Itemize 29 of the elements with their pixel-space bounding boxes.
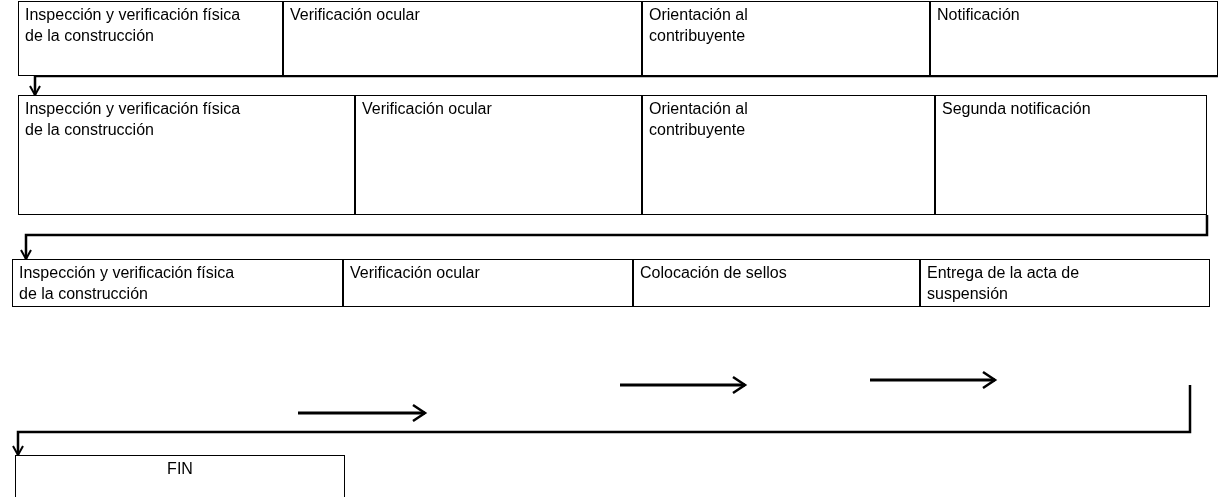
step-label: Inspección y verificación física de la construcción [25, 5, 242, 46]
process-box [12, 259, 343, 307]
process-box [15, 455, 345, 497]
step-label: Inspección y verificación física de la construcción [19, 263, 236, 304]
process-box [18, 95, 355, 215]
step-label: FIN [166, 459, 194, 479]
process-box [283, 1, 642, 76]
process-box [355, 95, 642, 215]
step-label: Segunda notificación [942, 99, 1092, 119]
connector-arrow [12, 385, 1192, 456]
process-box [642, 1, 930, 76]
step-label: Orientación al contribuyente [649, 99, 749, 140]
step-label: Verificación ocular [362, 99, 493, 119]
process-box [920, 259, 1210, 307]
step-label: Verificación ocular [290, 5, 421, 25]
connector-arrow [20, 215, 1209, 260]
process-box [642, 95, 935, 215]
step-label: Colocación de sellos [640, 263, 788, 283]
step-label: Entrega de la acta de suspensión [927, 263, 1081, 304]
step-label: Inspección y verificación física de la construcción [25, 99, 242, 140]
step-label: Orientación al contribuyente [649, 5, 749, 46]
process-box [18, 1, 283, 76]
step-label: Verificación ocular [350, 263, 481, 283]
connector-arrow [29, 74, 1220, 96]
process-box [930, 1, 1218, 76]
process-box [343, 259, 633, 307]
process-box [935, 95, 1207, 215]
step-label: Notificación [937, 5, 1021, 25]
process-box [633, 259, 920, 307]
